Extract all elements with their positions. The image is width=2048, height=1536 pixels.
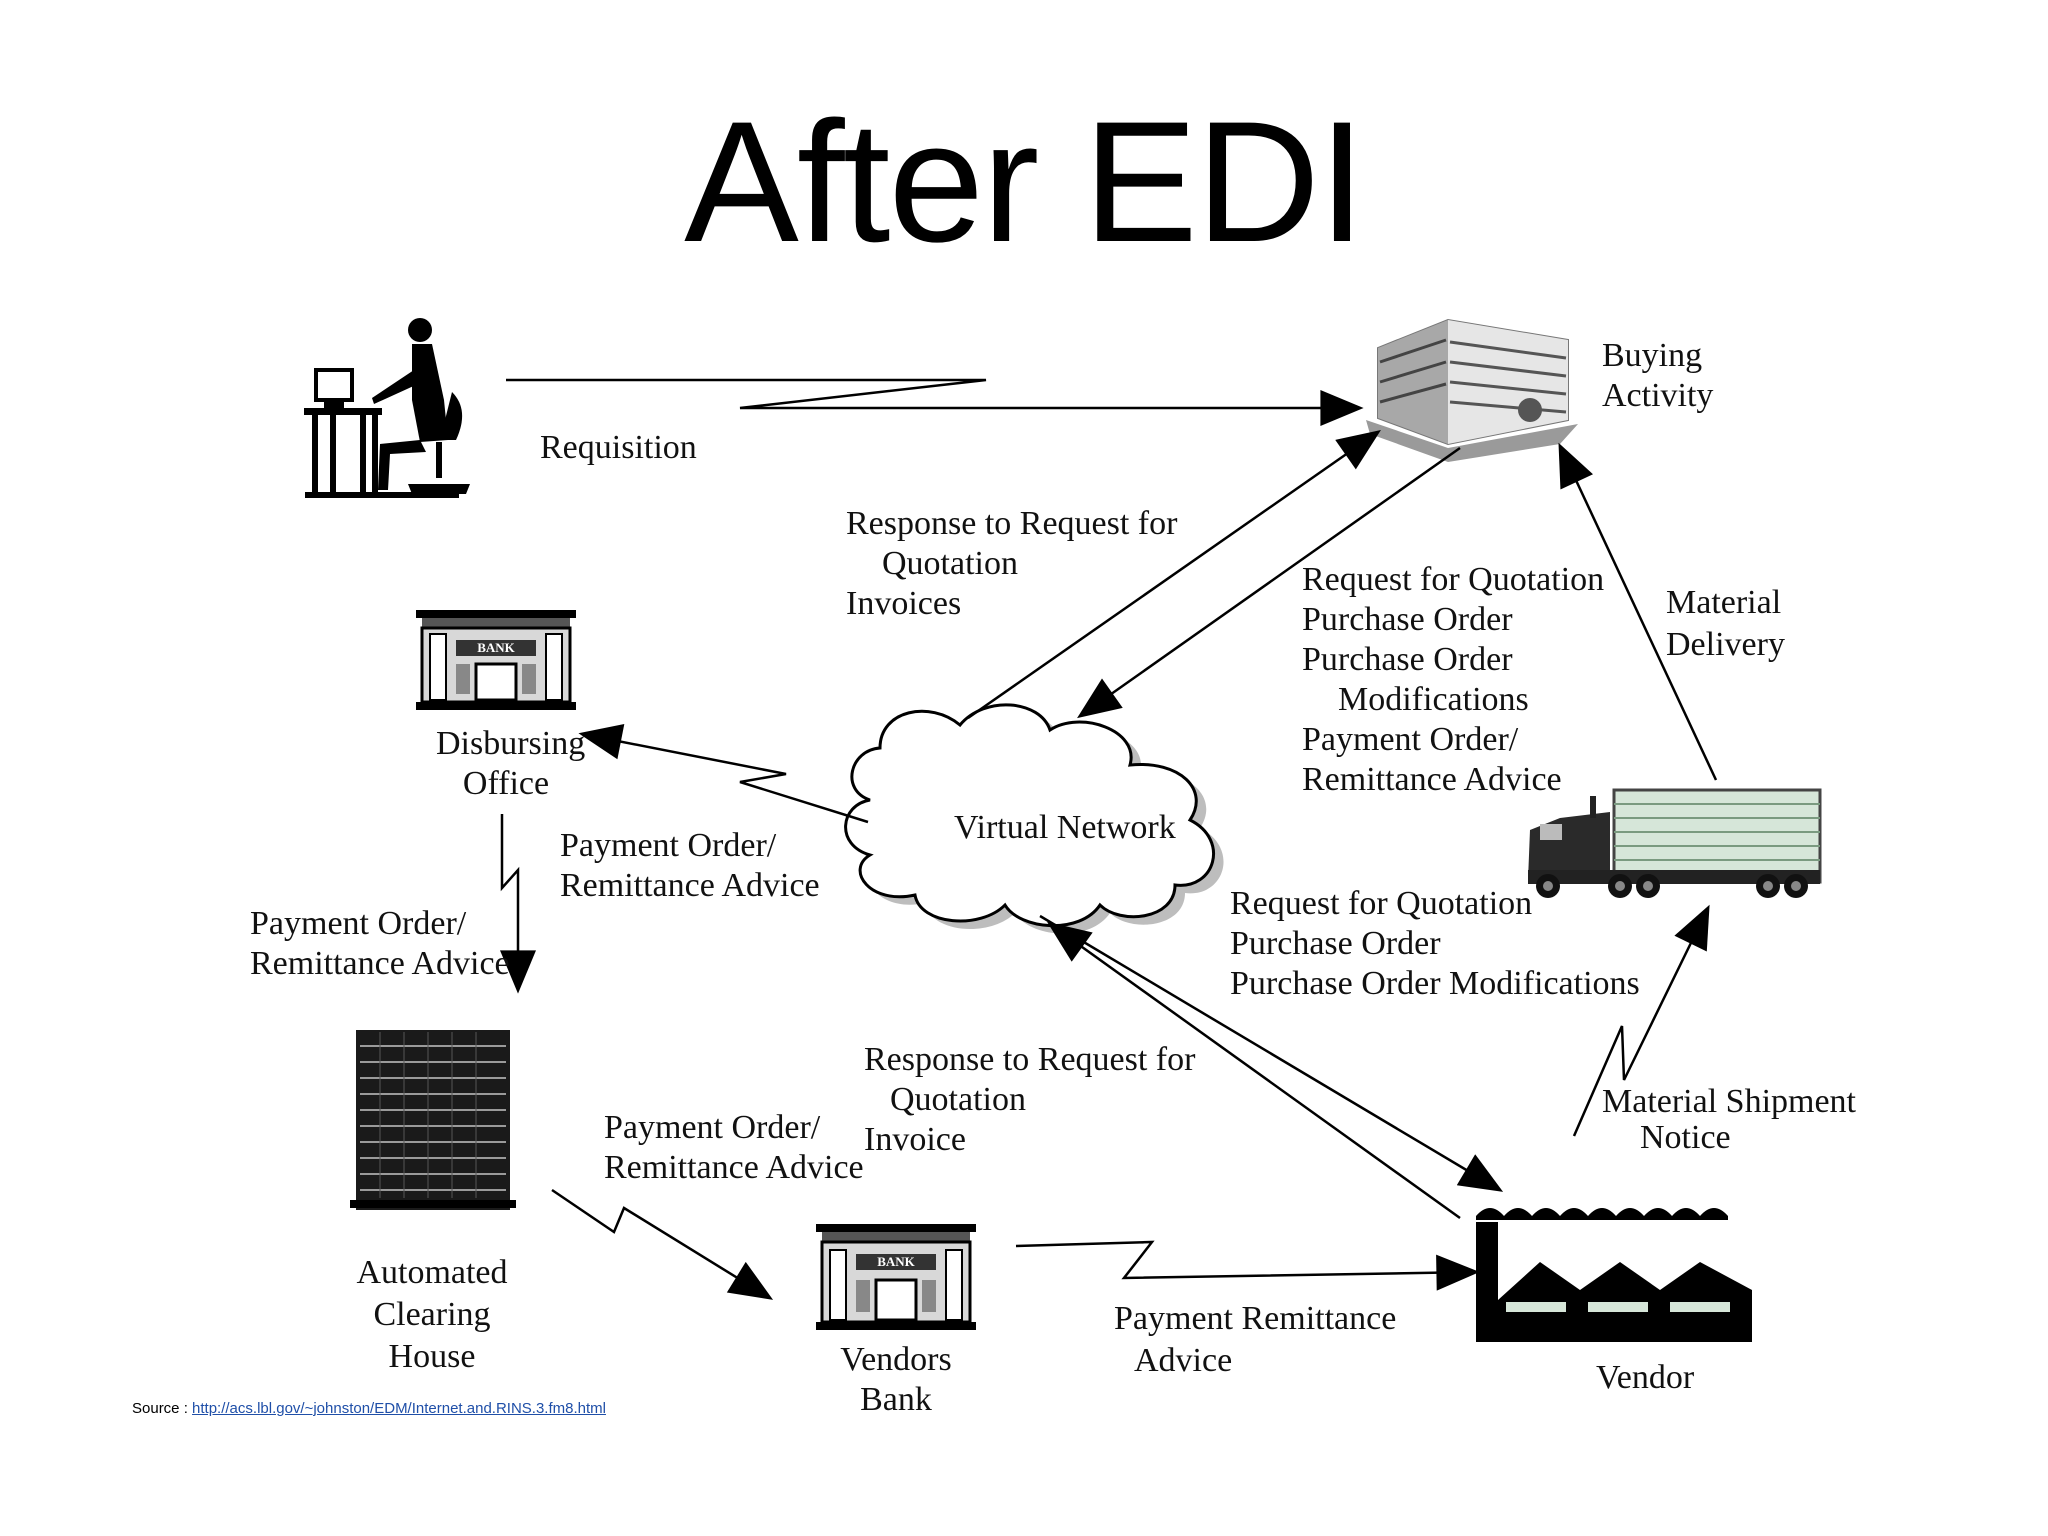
material-shipment-line1: Material Shipment: [1602, 1083, 1857, 1120]
disbursing-to-ach-line2: Remittance Advice: [250, 945, 510, 982]
buying-activity-building-icon: [1366, 318, 1578, 462]
ach-to-bank-label: Payment Order/ Remittance Advice: [604, 1108, 864, 1188]
buying-activity-label-line1: Buying: [1602, 337, 1703, 374]
delivery-truck-icon: [1528, 788, 1822, 898]
network-to-vendor-line1: Request for Quotation: [1230, 885, 1533, 922]
vendor-response-line3: Invoice: [864, 1121, 966, 1158]
disbursing-bank-sign: BANK: [477, 640, 515, 655]
clearing-house-label: Automated Clearing House: [352, 1252, 512, 1378]
clearing-house-label-line2: Clearing: [373, 1296, 491, 1333]
vendor-response-line1: Response to Request for: [864, 1041, 1196, 1078]
vendor-to-network-arrow: [1047, 921, 1461, 1220]
payment-remittance-line2: Advice: [1134, 1342, 1233, 1379]
ach-to-bank-arrow: [551, 1188, 774, 1300]
disbursing-office-label: Disbursing Office: [436, 724, 586, 804]
vendors-bank-sign: BANK: [877, 1254, 915, 1269]
material-shipment-arrow: [1572, 904, 1710, 1137]
ach-to-bank-line1: Payment Order/: [604, 1109, 821, 1146]
response-to-buying-label: Response to Request for Quotation Invoic…: [846, 504, 1177, 624]
disbursing-office-label-line1: Disbursing: [436, 725, 586, 762]
clearing-house-label-line3: House: [388, 1338, 476, 1375]
buying-to-network-label: Request for Quotation Purchase Order Pur…: [1302, 560, 1604, 800]
slide-title: After EDI: [684, 86, 1366, 278]
buying-to-network-line5: Payment Order/: [1302, 721, 1519, 758]
payment-remittance-arrow: [1015, 1240, 1480, 1291]
network-to-vendor-line2: Purchase Order: [1230, 925, 1441, 962]
source-prefix: Source :: [132, 1400, 193, 1417]
disbursing-office-label-line2: Office: [462, 765, 550, 802]
source-link[interactable]: http://acs.lbl.gov/~johnston/EDM/Interne…: [192, 1400, 606, 1417]
network-to-disbursing-label: Payment Order/ Remittance Advice: [560, 826, 820, 906]
buying-to-network-line3: Purchase Order: [1302, 641, 1513, 678]
response-to-buying-line1: Response to Request for: [846, 505, 1178, 542]
material-shipment-label: Material Shipment Notice: [1602, 1084, 1856, 1156]
network-to-disbursing-arrow: [578, 723, 869, 824]
disbursing-office-bank-icon: [416, 610, 576, 710]
vendor-response-line2: Quotation: [890, 1081, 1026, 1118]
requisition-arrow: [506, 378, 1364, 426]
buying-activity-label: Buying Activity: [1602, 336, 1713, 416]
buying-to-network-line2: Purchase Order: [1302, 601, 1513, 638]
response-to-buying-line3: Invoices: [846, 585, 962, 622]
clearing-house-label-line1: Automated: [356, 1254, 508, 1291]
network-to-disbursing-line2: Remittance Advice: [560, 867, 820, 904]
virtual-network-cloud-icon: [844, 703, 1224, 934]
vendors-bank-label-line1: Vendors: [840, 1341, 952, 1378]
material-delivery-line2: Delivery: [1666, 626, 1785, 663]
network-to-vendor-line3: Purchase Order Modifications: [1230, 965, 1640, 1002]
virtual-network-label: Virtual Network: [954, 809, 1176, 846]
source-citation: Source : http://acs.lbl.gov/~johnston/ED…: [132, 1400, 606, 1417]
requisitioner-person-icon: [304, 318, 470, 498]
network-to-disbursing-line1: Payment Order/: [560, 827, 777, 864]
buying-to-network-line4: Modifications: [1338, 681, 1529, 718]
vendor-factory-icon: [1476, 1208, 1752, 1342]
network-to-vendor-label: Request for Quotation Purchase Order Pur…: [1230, 884, 1640, 1004]
vendors-bank-icon: [816, 1224, 976, 1330]
disbursing-to-ach-label: Payment Order/ Remittance Advice: [250, 904, 510, 984]
buying-to-network-line1: Request for Quotation: [1302, 561, 1605, 598]
material-delivery-arrow: [1558, 442, 1718, 781]
network-to-buying-arrow: [967, 429, 1381, 720]
payment-remittance-line1: Payment Remittance: [1114, 1300, 1397, 1337]
material-delivery-label: Material Delivery: [1666, 582, 1785, 666]
vendors-bank-label: Vendors Bank: [826, 1340, 966, 1420]
flow-arrows: [500, 378, 1718, 1300]
ach-to-bank-line2: Remittance Advice: [604, 1149, 864, 1186]
payment-remittance-label: Payment Remittance Advice: [1114, 1298, 1396, 1382]
disbursing-to-ach-arrow: [500, 814, 536, 994]
vendors-bank-label-line2: Bank: [860, 1381, 932, 1418]
network-to-vendor-arrow: [1039, 914, 1504, 1192]
buying-to-network-line6: Remittance Advice: [1302, 761, 1562, 798]
buying-to-network-arrow: [1077, 446, 1461, 719]
material-shipment-line2: Notice: [1640, 1119, 1731, 1156]
material-delivery-line1: Material: [1666, 584, 1782, 621]
vendor-response-label: Response to Request for Quotation Invoic…: [864, 1040, 1195, 1160]
requisition-label: Requisition: [540, 429, 697, 466]
disbursing-to-ach-line1: Payment Order/: [250, 905, 467, 942]
vendor-label: Vendor: [1596, 1359, 1695, 1396]
clearing-house-building-icon: [350, 1030, 516, 1210]
buying-activity-label-line2: Activity: [1602, 377, 1714, 414]
response-to-buying-line2: Quotation: [882, 545, 1018, 582]
